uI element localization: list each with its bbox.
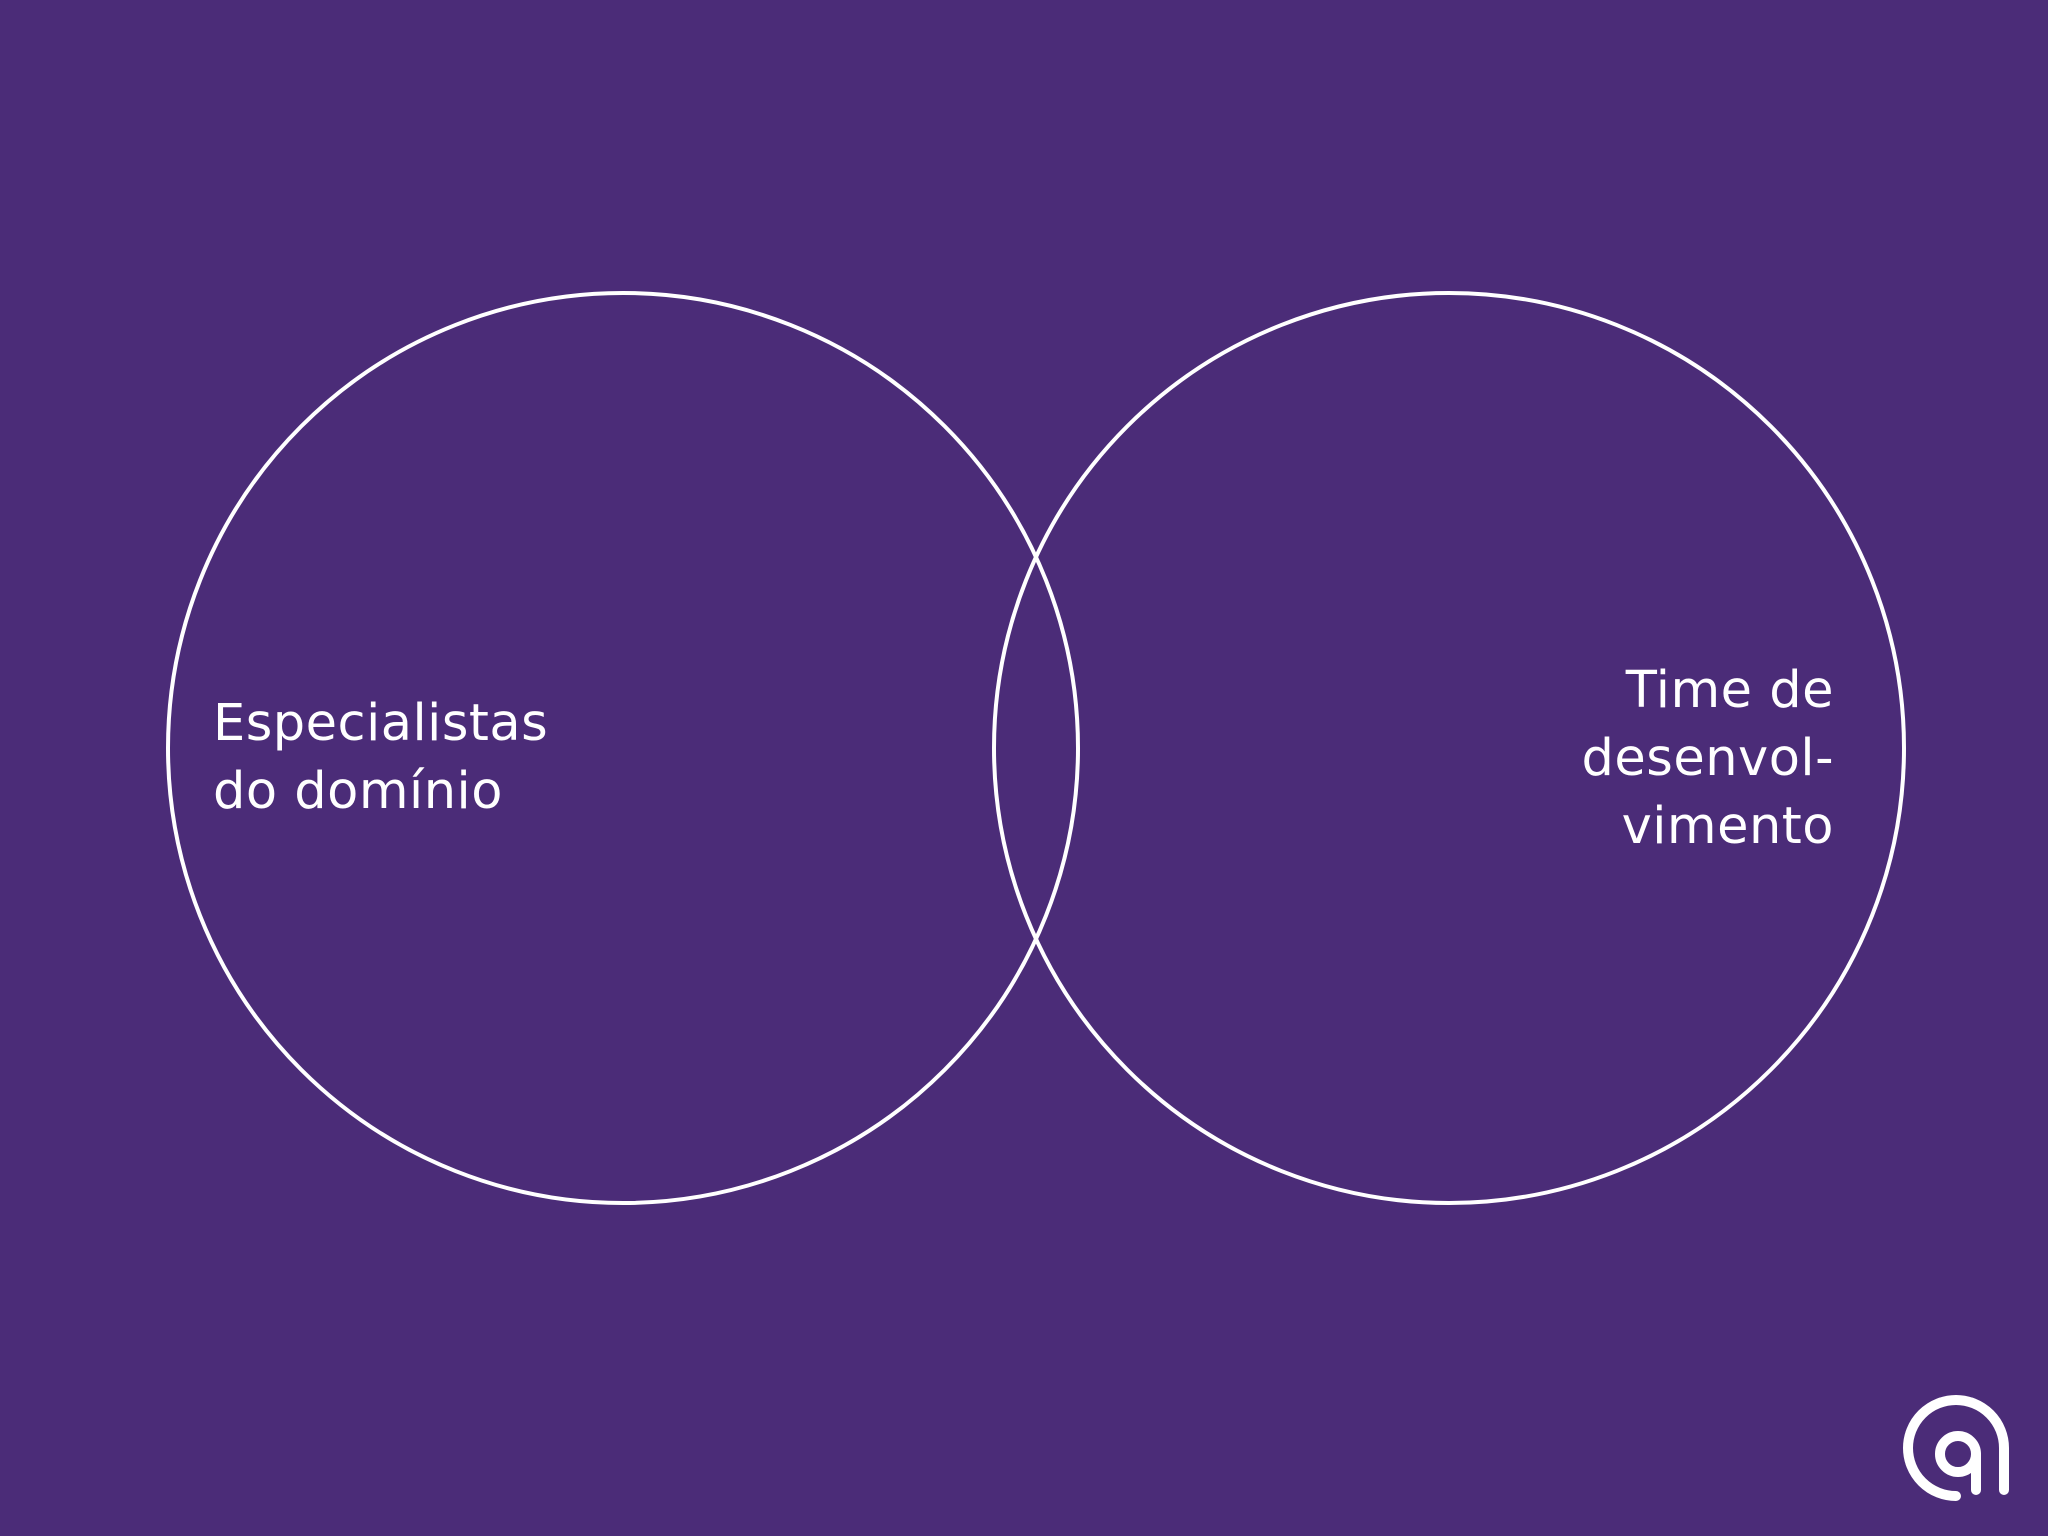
label-right-line-1: Time de	[1625, 661, 1834, 720]
label-time-de-desenvolvimento: Time de desenvol- vimento	[1582, 657, 1834, 861]
label-right-line-2: desenvol-	[1581, 729, 1834, 788]
venn-circle-right	[992, 291, 1906, 1205]
brand-logo-icon	[1903, 1395, 2009, 1501]
label-especialistas-do-dominio: Especialistas do domínio	[213, 690, 548, 826]
label-right-line-3: vimento	[1621, 797, 1834, 856]
label-left-line-1: Especialistas	[213, 694, 549, 753]
venn-circle-left	[166, 291, 1080, 1205]
label-left-line-2: do domínio	[213, 762, 503, 821]
